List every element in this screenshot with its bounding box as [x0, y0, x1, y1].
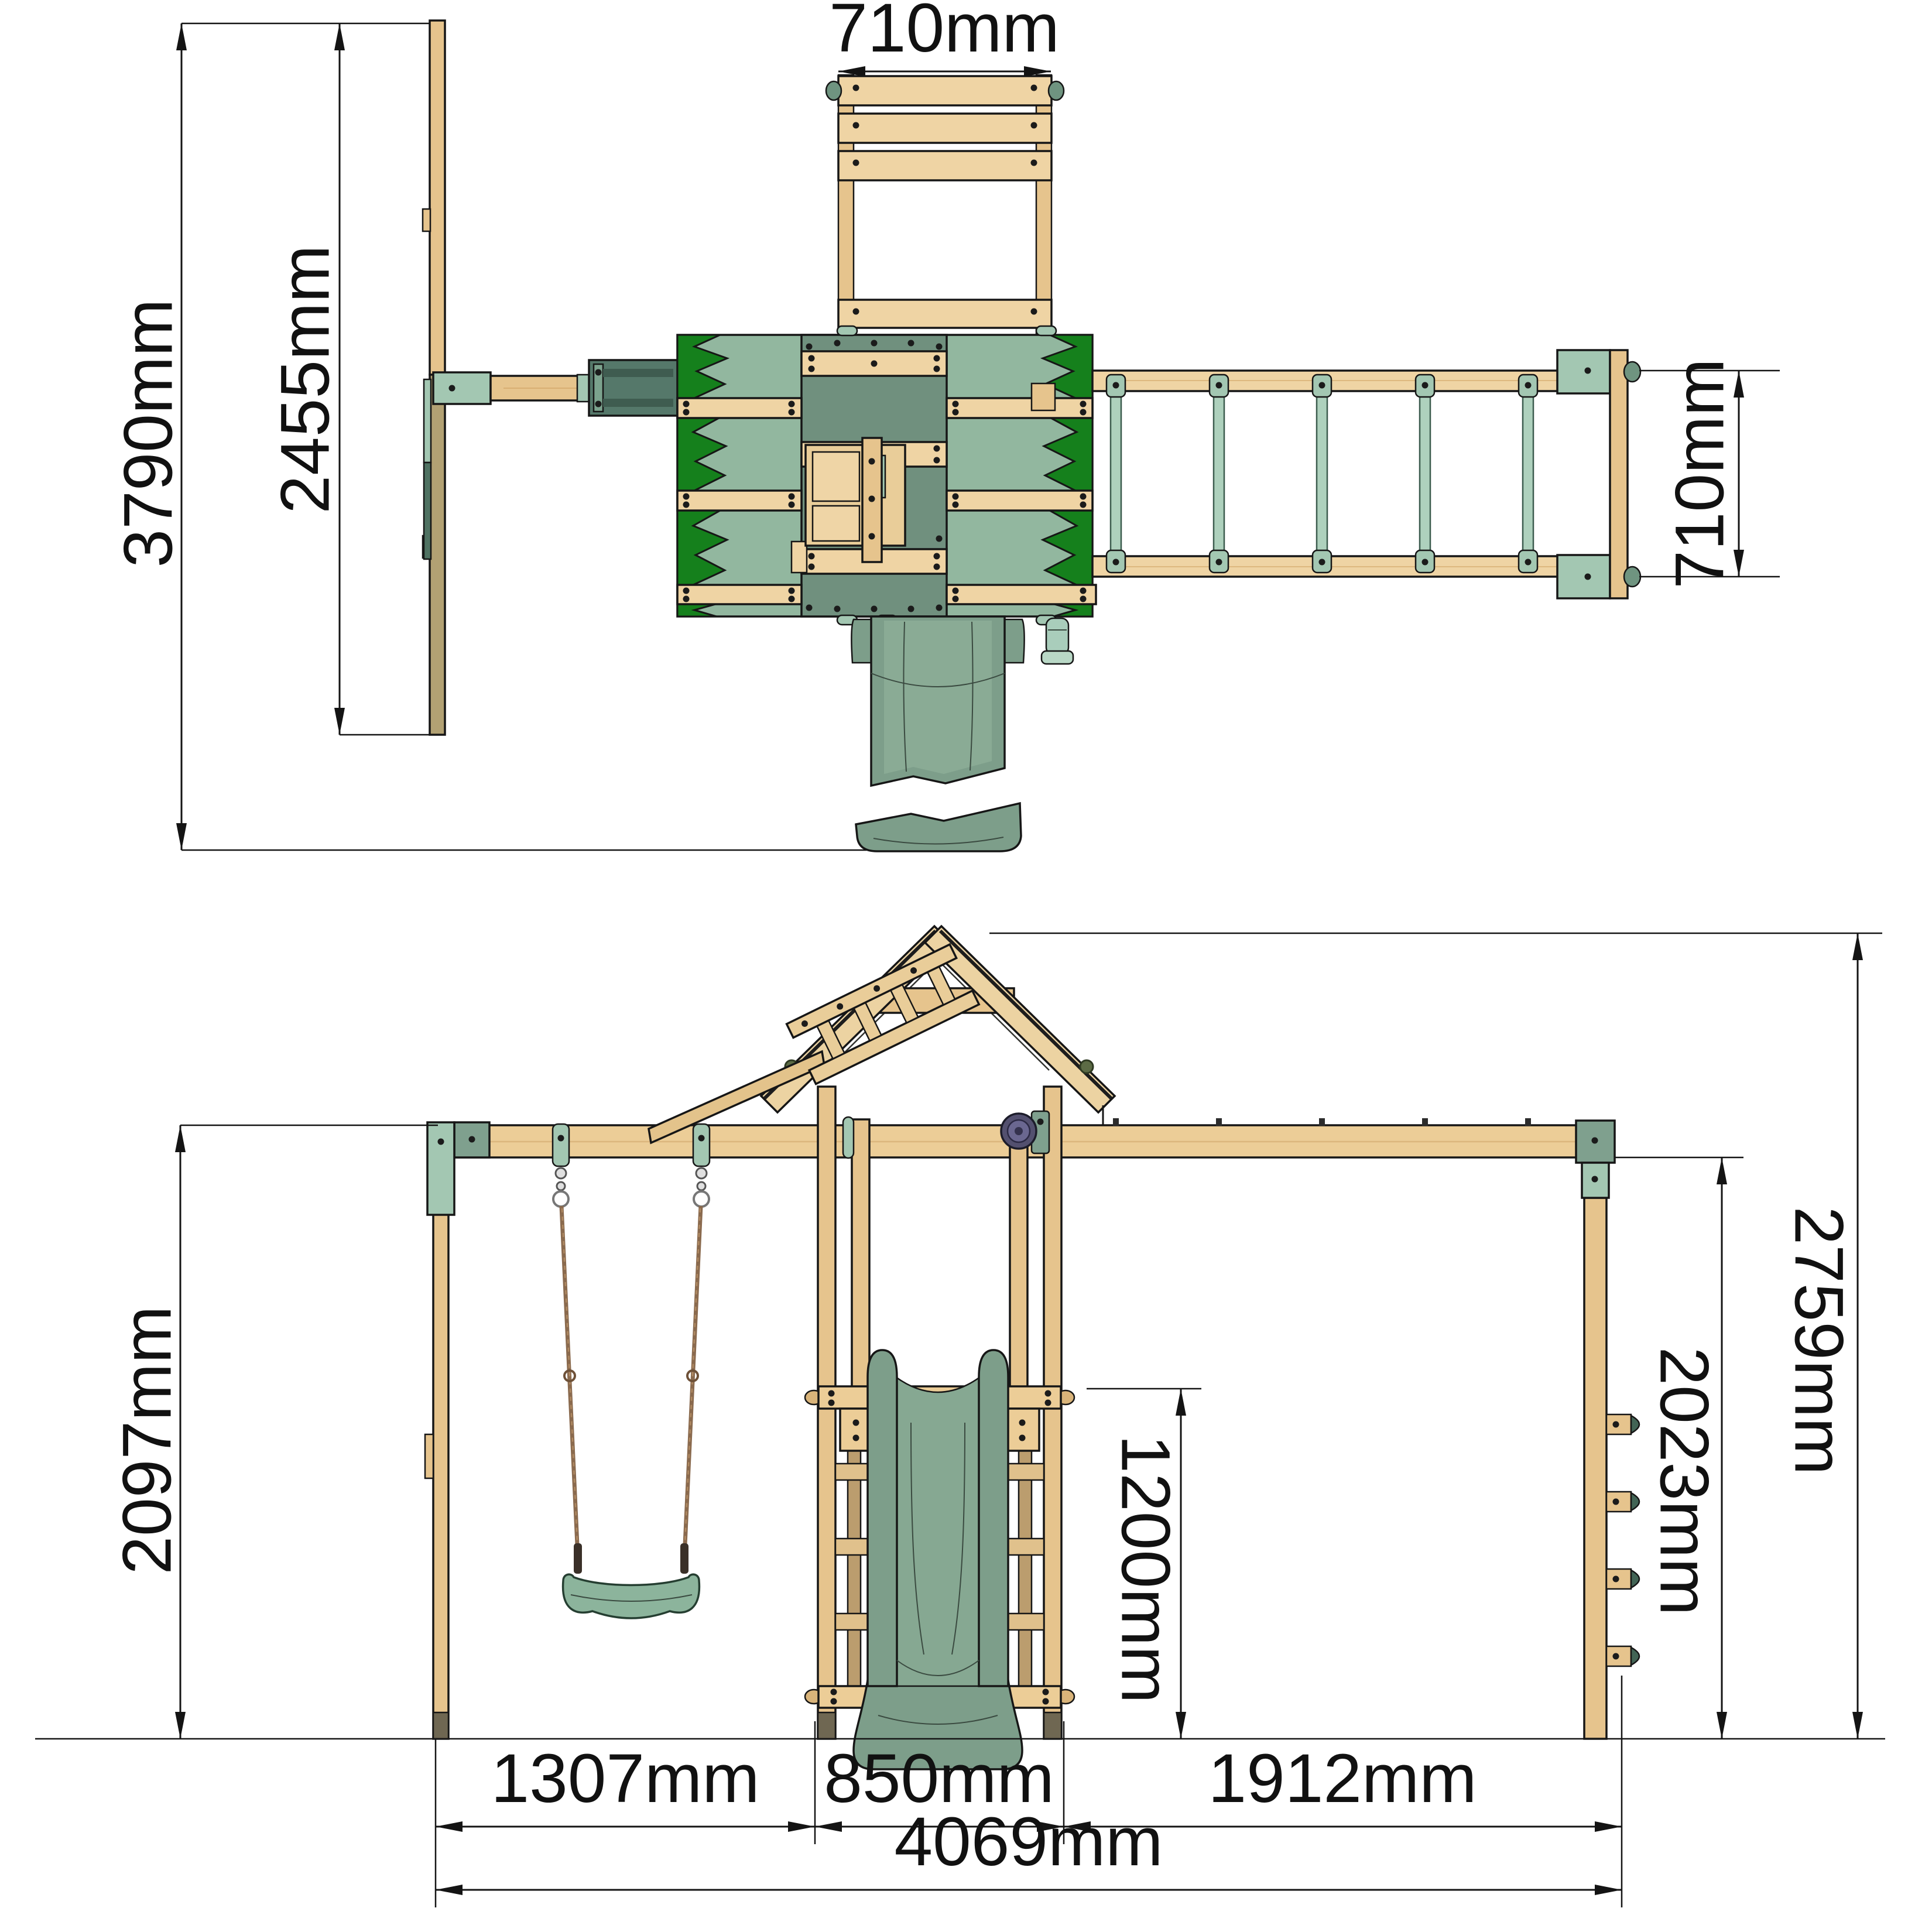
top-ladder-plan	[825, 74, 1065, 336]
dim-label-overall-height: 2759mm	[1780, 1206, 1858, 1475]
dim-label-overall-width: 4069mm	[894, 1803, 1163, 1880]
swing-seat	[561, 1573, 701, 1619]
roof-side-planks	[676, 397, 1097, 605]
top-slide-plan	[851, 615, 1074, 852]
top-swing-frame-plan	[422, 19, 446, 736]
dim-swing-frame-depth: 2455mm	[266, 23, 434, 736]
roof-zigzag-left	[676, 334, 730, 618]
dim-label-swing-frame-depth: 2455mm	[266, 245, 344, 513]
dim-tower-section: 850mm	[815, 1740, 1064, 1832]
dim-label-monkey-bar-width: 710mm	[1661, 358, 1738, 588]
dim-label-ladder-width: 710mm	[829, 0, 1059, 67]
top-swing-beam-plan	[432, 359, 683, 417]
dim-label-platform-height: 1200mm	[1107, 1434, 1184, 1703]
dim-bottom-widths: 1307mm 850mm 1912mm 4069mm	[434, 1676, 1623, 1907]
dim-overall-width: 4069mm	[436, 1803, 1622, 1895]
front-swing-post	[424, 1121, 491, 1740]
dormer-box-plan	[804, 437, 906, 563]
dim-platform-height: 1200mm	[1087, 1388, 1201, 1739]
dim-label-monkey-section: 1912mm	[1208, 1740, 1477, 1817]
dim-frame-post-height: 2023mm	[1615, 1156, 1743, 1739]
top-view: 3790mm 2455mm 710mm	[109, 0, 1780, 852]
dim-label-total-depth: 3790mm	[109, 299, 187, 567]
dim-swing-frame-height: 2097mm	[108, 1124, 438, 1739]
monkey-rungs-plan	[1105, 374, 1539, 574]
dim-overall-height: 2759mm	[1780, 933, 1863, 1739]
dim-swing-section: 1307mm	[436, 1740, 815, 1832]
top-swing-hanger	[588, 359, 683, 417]
steering-wheel	[1000, 1110, 1050, 1155]
dim-label-tower-section: 850mm	[824, 1740, 1054, 1817]
front-roof	[648, 924, 1116, 1145]
telescope-plan	[1040, 617, 1074, 665]
roof-eave-board	[648, 1050, 825, 1145]
dim-total-depth: 3790mm	[109, 22, 866, 851]
front-tower	[804, 1085, 1075, 1740]
top-monkey-bars-plan	[1091, 349, 1642, 600]
dim-ladder-width: 710mm	[829, 0, 1060, 77]
dim-label-swing-section: 1307mm	[491, 1740, 759, 1817]
dim-monkey-bar-width: 710mm	[1639, 358, 1780, 589]
front-end-post	[1575, 1119, 1640, 1740]
dim-monkey-section: 1912mm	[1064, 1740, 1622, 1832]
dim-label-swing-frame-height: 2097mm	[108, 1306, 186, 1574]
top-platform-roof-plan	[676, 325, 1097, 626]
beam-rung-bolts	[1113, 1118, 1531, 1126]
roof-ladder	[785, 943, 981, 1085]
swing-hangers	[551, 1123, 711, 1208]
climbing-pegs	[1605, 1413, 1640, 1667]
front-view: 2097mm 1200mm 2023mm 2759mm	[35, 924, 1885, 1907]
dim-label-frame-post-height: 2023mm	[1646, 1347, 1723, 1615]
swing-ropes	[559, 1205, 703, 1574]
front-slide	[852, 1349, 1023, 1770]
entry-handle	[842, 1116, 855, 1159]
front-swing	[551, 1123, 711, 1619]
